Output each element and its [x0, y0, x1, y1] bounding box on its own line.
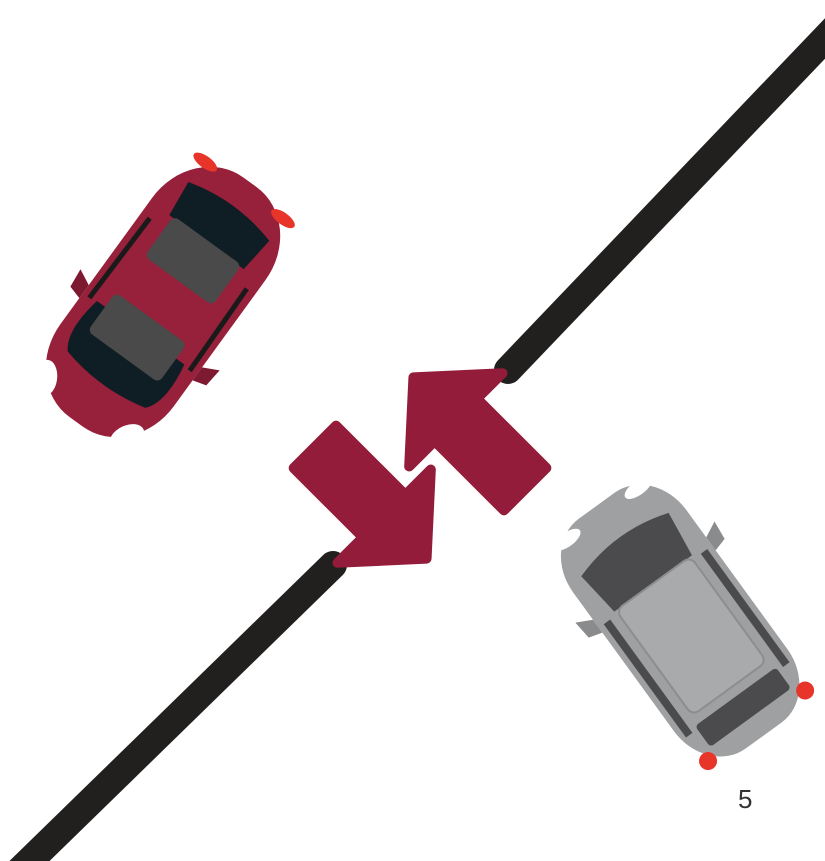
- road-line-upper-right: [508, 28, 825, 370]
- silver-car-icon: [527, 455, 825, 786]
- page-number: 5: [738, 784, 752, 815]
- red-car-icon: [5, 132, 320, 475]
- road-line-lower-left: [10, 565, 333, 861]
